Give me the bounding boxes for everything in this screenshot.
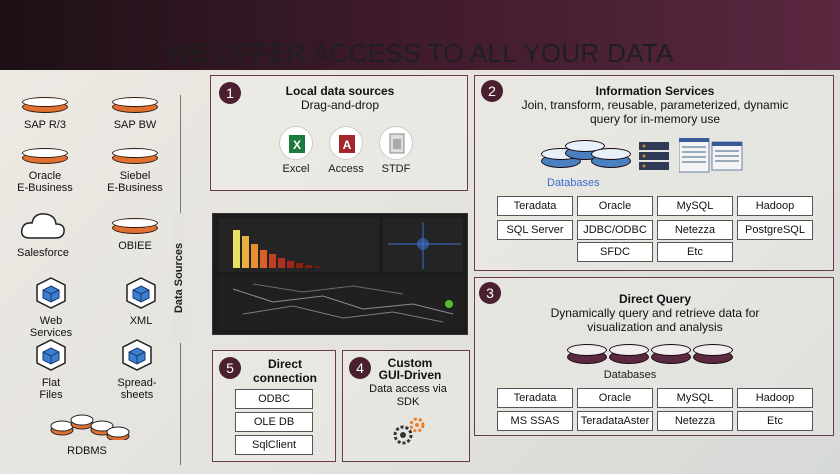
connector-chip-sqlclient[interactable]: SqlClient — [235, 435, 313, 455]
connector-chip-hadoop[interactable]: Hadoop — [737, 388, 813, 408]
connector-chip-mysql[interactable]: MySQL — [657, 196, 733, 216]
access-label: Access — [328, 163, 364, 175]
databases-label: Databases — [547, 177, 600, 189]
panel-local-data-sources: 1 Local data sources Drag-and-drop X Exc… — [210, 75, 468, 191]
data-sources-label: Data Sources — [173, 213, 185, 343]
database-icon — [112, 97, 158, 117]
connector-chip-ms-ssas[interactable]: MS SSAS — [497, 411, 573, 431]
svg-text:X: X — [293, 138, 301, 152]
connector-chip-mysql[interactable]: MySQL — [657, 388, 733, 408]
stdf-source[interactable]: STDF — [373, 126, 419, 175]
access-icon: A — [329, 126, 363, 160]
data-source-spread-sheets[interactable]: Spread- sheets — [100, 338, 174, 401]
panel-subtitle: Dynamically query and retrieve data for … — [550, 306, 760, 334]
connector-chip-teradata[interactable]: Teradata — [497, 388, 573, 408]
connector-chip-oracle[interactable]: Oracle — [577, 196, 653, 216]
cloud-icon — [6, 210, 80, 245]
database-icon — [22, 148, 68, 168]
connector-chip-etc[interactable]: Etc — [657, 242, 733, 262]
data-source-sap-bw[interactable]: SAP BW — [98, 97, 172, 131]
data-source-label: Web Services — [29, 315, 73, 339]
stdf-file-icon — [379, 126, 413, 160]
cube-icon — [104, 276, 178, 313]
connector-chip-teradataaster[interactable]: TeradataAster — [577, 411, 653, 431]
data-source-label: SAP BW — [113, 119, 157, 131]
connector-chip-jdbc-odbc[interactable]: JDBC/ODBC — [577, 220, 653, 240]
excel-label: Excel — [282, 163, 310, 175]
panel-number-badge: 2 — [481, 80, 503, 102]
data-source-oracle-e-business[interactable]: Oracle E-Business — [8, 148, 82, 194]
cube-icon — [100, 338, 174, 375]
connector-chip-postgresql[interactable]: PostgreSQL — [737, 220, 813, 240]
excel-icon: X — [279, 126, 313, 160]
connector-chip-sfdc[interactable]: SFDC — [577, 242, 653, 262]
server-icon — [637, 140, 671, 174]
data-source-label: Siebel E-Business — [107, 170, 163, 194]
panel-direct-query: 3 Direct Query Dynamically query and ret… — [474, 277, 834, 436]
data-source-label: SAP R/3 — [24, 119, 66, 131]
panel-title: Local data sources — [285, 84, 395, 98]
panel-number-badge: 3 — [479, 282, 501, 304]
data-source-label: Spread- sheets — [117, 377, 157, 401]
panel-subtitle: Data access via SDK — [369, 383, 447, 408]
application-window-icon — [678, 137, 743, 174]
connector-chip-netezza[interactable]: Netezza — [657, 220, 733, 240]
database-icon — [112, 148, 158, 168]
data-source-label: Oracle E-Business — [17, 170, 73, 194]
stdf-label: STDF — [381, 163, 411, 175]
connector-chip-sql-server[interactable]: SQL Server — [497, 220, 573, 240]
database-stack-icon — [50, 410, 130, 443]
panel-number-badge: 4 — [349, 357, 371, 379]
panel-number-badge: 1 — [219, 82, 241, 104]
svg-text:A: A — [343, 138, 352, 152]
data-source-obiee[interactable]: OBIEE — [98, 218, 172, 252]
data-source-web-services[interactable]: Web Services — [14, 276, 88, 339]
databases-label: Databases — [603, 369, 657, 381]
data-source-sap-r-3[interactable]: SAP R/3 — [8, 97, 82, 131]
connector-chip-oracle[interactable]: Oracle — [577, 388, 653, 408]
excel-source[interactable]: X Excel — [273, 126, 319, 175]
access-source[interactable]: A Access — [323, 126, 369, 175]
panel-title: Custom GUI-Driven — [378, 356, 442, 382]
panel-title: Direct connection — [253, 357, 318, 385]
dashboard-preview — [212, 213, 468, 335]
panel-title: Information Services — [595, 84, 715, 98]
data-source-label: Salesforce — [17, 247, 69, 259]
panel-subtitle: Join, transform, reusable, parameterized… — [521, 98, 789, 126]
panel-number-badge: 5 — [219, 357, 241, 379]
data-source-flat-files[interactable]: Flat Files — [14, 338, 88, 401]
data-source-label: XML — [129, 315, 153, 327]
panel-subtitle: Drag-and-drop — [300, 98, 380, 112]
database-icon — [112, 218, 158, 238]
page-title: WE OFFER ACCESS TO ALL YOUR DATA — [166, 38, 674, 68]
panel-custom-gui: 4 Custom GUI-Driven Data access via SDK — [342, 350, 470, 462]
data-source-xml[interactable]: XML — [104, 276, 178, 327]
connector-chip-teradata[interactable]: Teradata — [497, 196, 573, 216]
connector-chip-netezza[interactable]: Netezza — [657, 411, 733, 431]
data-source-label: Flat Files — [39, 377, 63, 401]
data-source-label: OBIEE — [118, 240, 152, 252]
connector-chip-ole-db[interactable]: OLE DB — [235, 412, 313, 432]
data-source-salesforce[interactable]: Salesforce — [6, 210, 80, 259]
gears-icon — [389, 415, 429, 449]
header-bar — [0, 0, 840, 70]
data-source-rdbms[interactable]: RDBMS — [50, 410, 130, 457]
connector-chip-hadoop[interactable]: Hadoop — [737, 196, 813, 216]
panel-title: Direct Query — [618, 292, 692, 306]
data-source-label: RDBMS — [67, 445, 107, 457]
database-icon — [22, 97, 68, 117]
panel-information-services: 2 Information Services Join, transform, … — [474, 75, 834, 271]
cube-icon — [14, 338, 88, 375]
data-source-siebel-e-business[interactable]: Siebel E-Business — [98, 148, 172, 194]
connector-chip-etc[interactable]: Etc — [737, 411, 813, 431]
panel-direct-connection: 5 Direct connection ODBC OLE DB SqlClient — [212, 350, 336, 462]
cube-icon — [14, 276, 88, 313]
connector-chip-odbc[interactable]: ODBC — [235, 389, 313, 409]
